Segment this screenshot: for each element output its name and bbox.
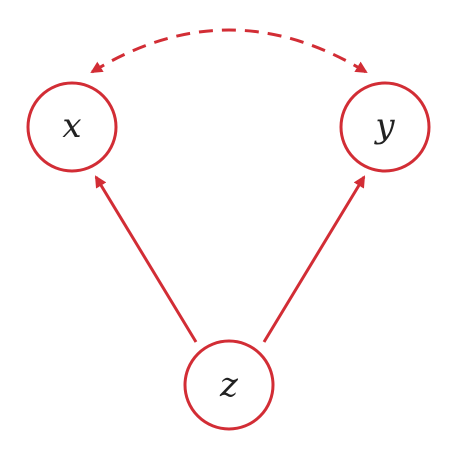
node-x-circle (26, 81, 118, 173)
node-z: z (183, 339, 275, 431)
node-z-label: z (219, 365, 239, 405)
node-x: x (26, 81, 118, 173)
node-y-circle (339, 81, 431, 173)
edge-x-y-bidirected (90, 28, 368, 74)
node-y: y (339, 81, 431, 173)
node-y-label: y (373, 106, 395, 146)
edge-z-to-x (94, 175, 198, 343)
node-x-label: x (62, 106, 81, 146)
node-z-circle (183, 339, 275, 431)
edge-z-to-y (262, 175, 366, 343)
